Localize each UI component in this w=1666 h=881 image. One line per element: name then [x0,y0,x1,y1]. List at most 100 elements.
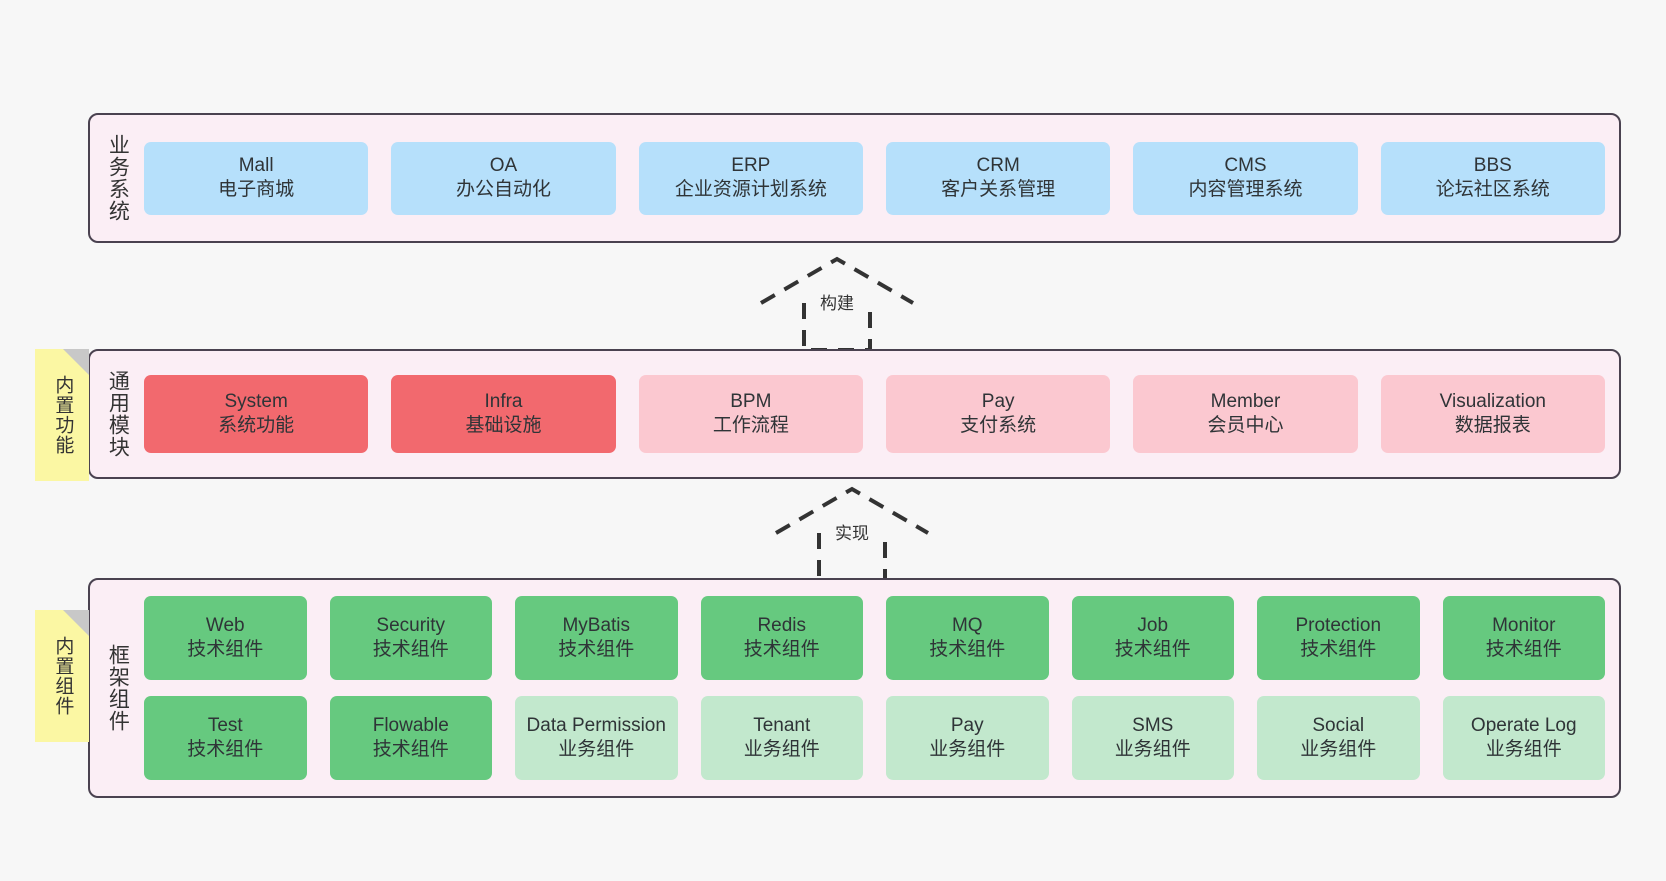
card-title-cn: 内容管理系统 [1188,179,1303,200]
card-job[interactable]: Job 技术组件 [1071,596,1234,680]
card-title-cn: 技术组件 [187,639,264,660]
card-title-cn: 业务组件 [1485,739,1562,760]
card-title-cn: 客户关系管理 [941,179,1056,200]
layer-body-business: Mall 电子商城 OA 办公自动化 ERP 企业资源计划系统 CRM 客户关系… [144,115,1619,241]
card-monitor[interactable]: Monitor 技术组件 [1442,596,1605,680]
card-title-cn: 技术组件 [558,639,635,660]
card-title-en: Test [207,714,243,736]
card-mall[interactable]: Mall 电子商城 [144,141,369,215]
layer-title-framework: 框架组件 [106,644,130,732]
card-pay-component[interactable]: Pay 业务组件 [886,696,1049,780]
sticky-note-builtin-features[interactable]: 内置功能 [35,349,89,481]
card-web[interactable]: Web 技术组件 [144,596,307,680]
card-title-cn: 技术组件 [1114,639,1191,660]
card-title-en: Tenant [753,714,811,736]
card-pay[interactable]: Pay 支付系统 [885,375,1111,453]
connector-label-build: 构建 [820,294,854,313]
card-title-en: Social [1312,714,1365,736]
card-row: Web 技术组件 Security 技术组件 MyBatis 技术组件 Redi… [144,596,1605,680]
connector-label-implement: 实现 [835,524,869,543]
card-bpm[interactable]: BPM 工作流程 [638,375,863,453]
card-title-en: BBS [1473,154,1512,176]
card-title-en: CMS [1224,154,1267,176]
card-title-cn: 系统功能 [218,415,295,436]
card-sms[interactable]: SMS 业务组件 [1071,696,1234,780]
card-title-cn: 电子商城 [218,179,295,200]
card-title-en: Visualization [1439,390,1546,412]
connector-implement: 实现 [762,483,942,583]
card-data-permission[interactable]: Data Permission 业务组件 [515,696,678,780]
card-title-en: Member [1210,390,1281,412]
card-title-en: BPM [730,390,772,412]
card-title-en: MQ [951,614,983,636]
card-title-en: Redis [757,614,807,636]
card-title-en: System [224,390,288,412]
card-security[interactable]: Security 技术组件 [329,596,492,680]
card-mq[interactable]: MQ 技术组件 [886,596,1049,680]
sticky-note-builtin-components[interactable]: 内置组件 [35,610,89,742]
card-title-en: Web [205,614,245,636]
generalization-arrow-icon [759,256,915,352]
card-title-cn: 工作流程 [712,415,789,436]
page-fold-icon [63,610,89,636]
layer-framework-components[interactable]: 框架组件 Web 技术组件 Security 技术组件 MyBatis 技术组件… [88,578,1621,798]
card-flowable[interactable]: Flowable 技术组件 [329,696,492,780]
card-visualization[interactable]: Visualization 数据报表 [1380,375,1605,453]
card-title-en: CRM [976,154,1020,176]
card-title-cn: 支付系统 [960,415,1037,436]
card-title-cn: 技术组件 [372,739,449,760]
sticky-note-label: 内置功能 [52,375,74,455]
card-title-en: Mall [238,154,274,176]
card-social[interactable]: Social 业务组件 [1257,696,1420,780]
card-title-en: Job [1137,614,1169,636]
card-protection[interactable]: Protection 技术组件 [1257,596,1420,680]
card-bbs[interactable]: BBS 论坛社区系统 [1380,141,1605,215]
card-member[interactable]: Member 会员中心 [1133,375,1358,453]
card-erp[interactable]: ERP 企业资源计划系统 [638,141,863,215]
page-fold-icon [63,349,89,375]
card-system[interactable]: System 系统功能 [144,375,369,453]
card-title-cn: 业务组件 [558,739,635,760]
card-title-cn: 技术组件 [1300,639,1377,660]
card-row: Test 技术组件 Flowable 技术组件 Data Permission … [144,696,1605,780]
layer-common-modules[interactable]: 通用模块 System 系统功能 Infra 基础设施 BPM 工作流程 Pay… [88,349,1621,479]
card-title-cn: 会员中心 [1207,415,1284,436]
card-title-en: Data Permission [526,714,666,736]
card-title-en: SMS [1132,714,1174,736]
card-redis[interactable]: Redis 技术组件 [700,596,863,680]
card-title-en: Pay [981,390,1015,412]
card-title-cn: 技术组件 [743,639,820,660]
card-cms[interactable]: CMS 内容管理系统 [1133,141,1358,215]
card-title-cn: 业务组件 [743,739,820,760]
layer-title-modules: 通用模块 [106,370,130,458]
card-title-en: Operate Log [1470,714,1577,736]
card-infra[interactable]: Infra 基础设施 [391,375,616,453]
card-title-en: Monitor [1492,614,1556,636]
card-title-en: Flowable [372,714,449,736]
card-row: System 系统功能 Infra 基础设施 BPM 工作流程 Pay 支付系统… [144,375,1605,453]
layer-business-systems[interactable]: 业务系统 Mall 电子商城 OA 办公自动化 ERP 企业资源计划系统 CRM… [88,113,1621,243]
card-operate-log[interactable]: Operate Log 业务组件 [1442,696,1605,780]
card-mybatis[interactable]: MyBatis 技术组件 [515,596,678,680]
card-title-en: Protection [1295,614,1382,636]
card-title-cn: 业务组件 [929,739,1006,760]
card-title-cn: 论坛社区系统 [1435,179,1550,200]
card-title-cn: 业务组件 [1114,739,1191,760]
card-row: Mall 电子商城 OA 办公自动化 ERP 企业资源计划系统 CRM 客户关系… [144,141,1605,215]
card-test[interactable]: Test 技术组件 [144,696,307,780]
card-crm[interactable]: CRM 客户关系管理 [885,141,1111,215]
connector-build: 构建 [747,253,927,353]
card-oa[interactable]: OA 办公自动化 [391,141,616,215]
card-title-en: OA [489,154,518,176]
card-title-cn: 技术组件 [187,739,264,760]
layer-body-framework: Web 技术组件 Security 技术组件 MyBatis 技术组件 Redi… [144,580,1619,796]
card-title-cn: 技术组件 [929,639,1006,660]
card-title-en: MyBatis [562,614,631,636]
card-title-en: Pay [950,714,984,736]
card-title-cn: 办公自动化 [455,179,551,200]
card-title-cn: 业务组件 [1300,739,1377,760]
card-tenant[interactable]: Tenant 业务组件 [700,696,863,780]
card-title-cn: 技术组件 [372,639,449,660]
layer-title-business: 业务系统 [106,134,130,222]
